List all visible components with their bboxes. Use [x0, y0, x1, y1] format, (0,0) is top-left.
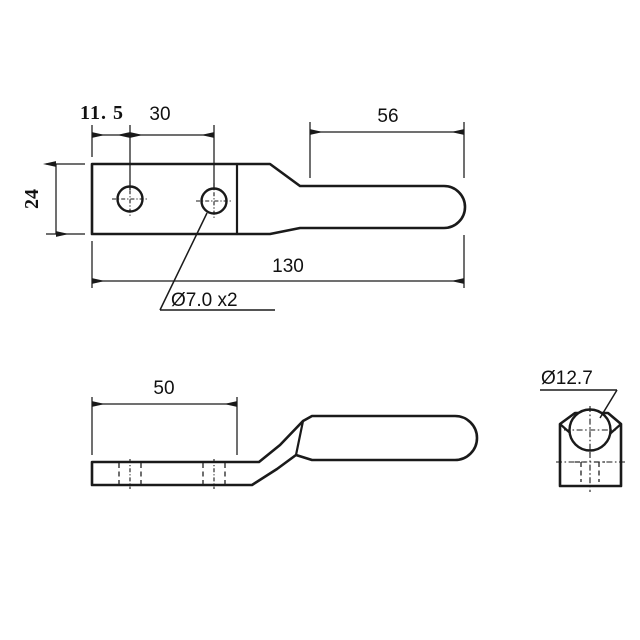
dim-label-56: 56 [377, 106, 398, 127]
bore-callout-label: Ø12.7 [541, 368, 593, 389]
top-view-dimensions: 11. 5 30 56 24 130 Ø7.0 x2 [21, 102, 465, 311]
bore-callout-leader-line [599, 389, 618, 419]
top-view-group [90, 162, 467, 236]
end-view-dimensions: Ø12.7 [540, 368, 618, 419]
dim-label-11-5: 11. 5 [80, 102, 124, 124]
dim-label-30: 30 [149, 104, 170, 125]
dim-label-130: 130 [272, 256, 304, 277]
dim-label-50: 50 [153, 378, 174, 399]
hole-callout-label: Ø7.0 x2 [171, 290, 238, 311]
dim-label-24: 24 [21, 189, 43, 209]
side-view-part-outline [90, 414, 479, 487]
end-view-group [556, 406, 625, 492]
top-view-part-outline [90, 162, 467, 236]
hole-callout-leader-line [159, 212, 208, 311]
side-view-group [90, 414, 479, 489]
side-view-bend-line [294, 419, 305, 457]
side-view-dimensions: 50 [91, 378, 238, 455]
